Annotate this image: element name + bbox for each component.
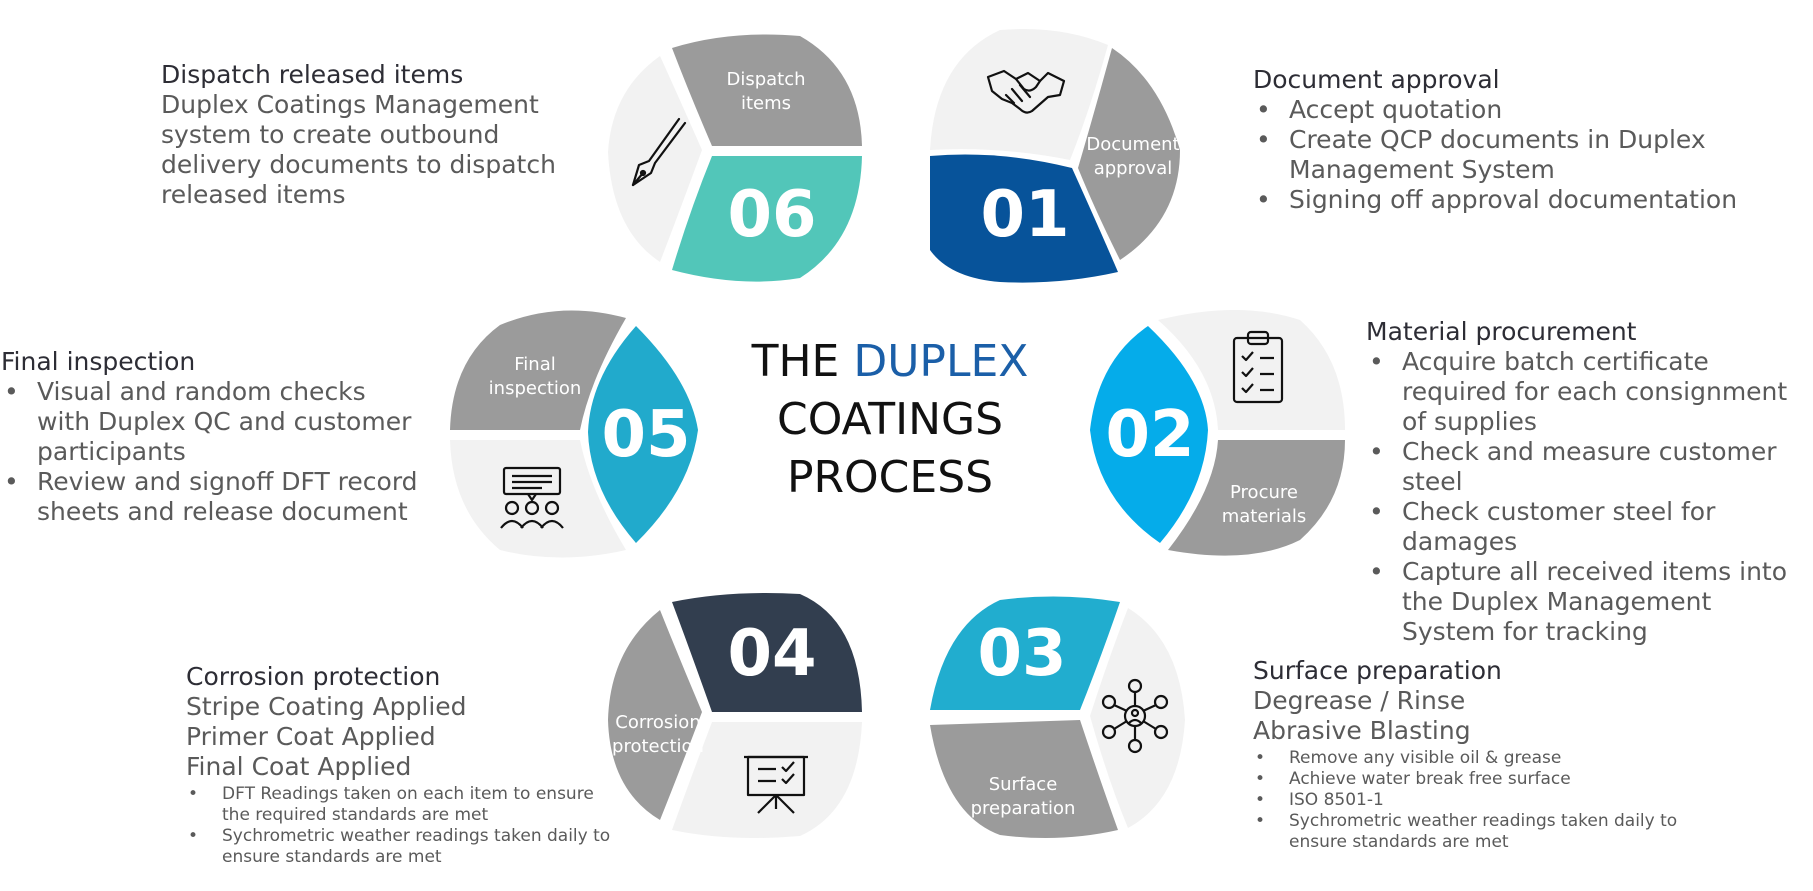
- step-04-label-petal: [608, 610, 702, 820]
- step-02-label-petal: [1168, 440, 1345, 556]
- bullet-item: Review and signoff DFT record sheets and…: [1, 467, 421, 527]
- bullet-item: Accept quotation: [1253, 95, 1773, 125]
- bullet-list: Visual and random checks with Duplex QC …: [1, 377, 421, 527]
- step-03-number-petal: [930, 596, 1120, 710]
- bullet-item: Check customer steel for damages: [1366, 497, 1811, 557]
- surface-preparation-description: Surface preparation Degrease / Rinse Abr…: [1253, 655, 1723, 853]
- network-icon: [1101, 678, 1169, 754]
- bullet-item: Create QCP documents in Duplex Managemen…: [1253, 125, 1773, 185]
- title-line-3: PROCESS: [786, 452, 994, 503]
- bullet-list: DFT Readings taken on each item to ensur…: [186, 784, 616, 868]
- diagram-title: THE DUPLEX COATINGS PROCESS: [700, 333, 1080, 507]
- document-approval-description: Document approval Accept quotation Creat…: [1253, 64, 1773, 215]
- bullet-item: Capture all received items into the Dupl…: [1366, 557, 1811, 647]
- block-heading: Document approval: [1253, 65, 1500, 94]
- bullet-item: Signing off approval documentation: [1253, 185, 1773, 215]
- step-05-label-petal: [450, 310, 626, 430]
- handshake-icon: [986, 69, 1066, 114]
- clipboard-checklist-icon: [1232, 330, 1284, 404]
- step-05-number-petal: [588, 326, 698, 543]
- step-line: Abrasive Blasting: [1253, 716, 1471, 745]
- step-line: Final Coat Applied: [186, 752, 412, 781]
- bullet-item: Sychrometric weather readings taken dail…: [186, 826, 616, 868]
- corrosion-protection-description: Corrosion protection Stripe Coating Appl…: [186, 661, 616, 868]
- material-procurement-description: Material procurement Acquire batch certi…: [1366, 316, 1811, 647]
- title-accent: DUPLEX: [853, 336, 1029, 387]
- step-06-number: 06: [727, 178, 816, 252]
- bullet-item: Visual and random checks with Duplex QC …: [1, 377, 421, 467]
- bullet-list: Remove any visible oil & grease Achieve …: [1253, 748, 1723, 853]
- step-01-icon-petal: [930, 29, 1108, 160]
- bullet-item: Check and measure customer steel: [1366, 437, 1811, 497]
- final-inspection-description: Final inspection Visual and random check…: [1, 346, 421, 527]
- step-04-number: 04: [727, 617, 816, 691]
- step-01-number-petal: [930, 154, 1118, 283]
- step-06-icon-petal: [608, 56, 702, 262]
- dispatch-description: Dispatch released items Duplex Coatings …: [161, 59, 561, 210]
- step-line: Degrease / Rinse: [1253, 686, 1466, 715]
- block-heading: Surface preparation: [1253, 656, 1502, 685]
- bullet-list: Acquire batch certificate required for e…: [1366, 347, 1811, 647]
- step-05-icon-petal: [450, 440, 626, 558]
- bullet-item: DFT Readings taken on each item to ensur…: [186, 784, 616, 826]
- bullet-list: Accept quotation Create QCP documents in…: [1253, 95, 1773, 215]
- step-02-number: 02: [1105, 398, 1194, 472]
- bullet-item: ISO 8501-1: [1253, 790, 1723, 811]
- block-heading: Final inspection: [1, 347, 196, 376]
- bullet-item: Acquire batch certificate required for e…: [1366, 347, 1811, 437]
- meeting-group-icon: [500, 466, 564, 529]
- step-06-label-petal: [672, 34, 862, 146]
- step-03-label-petal: [930, 720, 1118, 839]
- step-04-number-petal: [672, 593, 862, 712]
- title-line-2: COATINGS: [776, 394, 1004, 445]
- step-06-number-petal: [672, 156, 862, 282]
- step-03-icon-petal: [1090, 608, 1185, 828]
- bullet-item: Achieve water break free surface: [1253, 769, 1723, 790]
- step-02-number-petal: [1090, 326, 1208, 543]
- block-text: Duplex Coatings Management system to cre…: [161, 90, 556, 209]
- bullet-item: Remove any visible oil & grease: [1253, 748, 1723, 769]
- block-heading: Material procurement: [1366, 317, 1637, 346]
- step-line: Primer Coat Applied: [186, 722, 436, 751]
- presentation-board-icon: [744, 755, 808, 814]
- block-heading: Dispatch released items: [161, 60, 464, 89]
- bullet-item: Sychrometric weather readings taken dail…: [1253, 811, 1723, 853]
- block-heading: Corrosion protection: [186, 662, 441, 691]
- step-03-number: 03: [977, 617, 1066, 691]
- title-part-1: THE: [751, 336, 854, 387]
- step-05-number: 05: [601, 398, 690, 472]
- step-01-label-petal: [1078, 48, 1180, 260]
- fountain-pen-icon: [631, 117, 687, 187]
- step-01-number: 01: [980, 178, 1069, 252]
- step-line: Stripe Coating Applied: [186, 692, 467, 721]
